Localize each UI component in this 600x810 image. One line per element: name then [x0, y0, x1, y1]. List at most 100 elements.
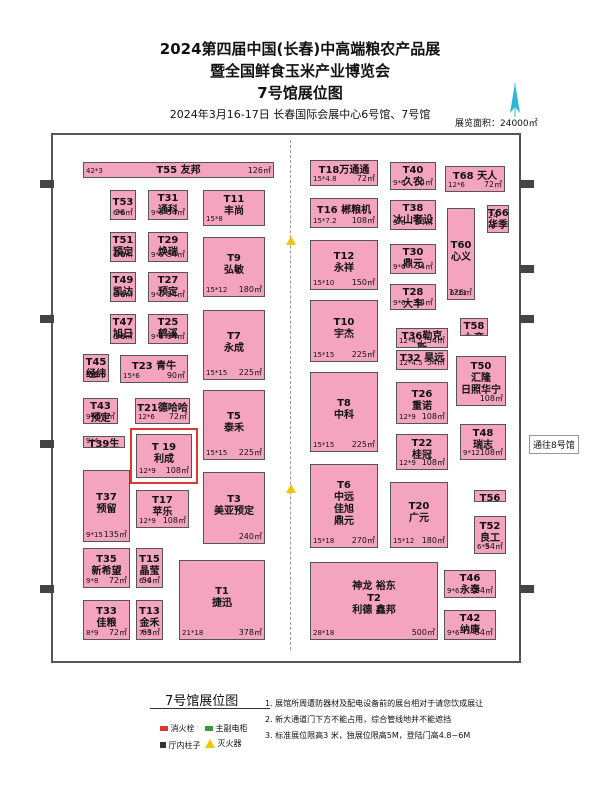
booth-name: T40 久农: [402, 165, 424, 188]
booth-name: T22 桂冠: [411, 438, 433, 461]
note-2: 2. 新大通道门下方不能占用，综合管线地井不能遮挡: [265, 715, 452, 724]
exhibition-title: 2024第四届中国(长春)中高端粮农产品展: [159, 40, 441, 58]
booth-dimensions: 9*12: [463, 449, 480, 457]
booth-area: 54㎡: [166, 290, 185, 299]
hydrant-legend: 消火栓: [160, 723, 195, 734]
booth-t58[interactable]: T58 九齐: [460, 318, 488, 336]
booth-area: 36㎡: [114, 332, 133, 341]
booth-name: T45 经纬: [85, 357, 107, 380]
booth-area: 108㎡: [421, 458, 445, 467]
booth-area: 240㎡: [238, 532, 262, 541]
passage-to-hall-8[interactable]: 通往8号馆: [529, 435, 579, 454]
booth-t56[interactable]: T56鲁森: [474, 490, 506, 502]
booth-area: 54㎡: [166, 250, 185, 259]
booth-dimensions: 9*15: [86, 531, 103, 539]
booth-area: 54㎡: [414, 262, 433, 271]
legend-hydrant-label: 消火栓: [170, 724, 195, 733]
booth-dimensions: 15*8: [206, 215, 223, 223]
booth-dimensions: 9*6: [86, 413, 99, 421]
booth-dimensions: 12*9: [399, 413, 416, 421]
note-1: 1. 展馆所周遭防器材及配电设备前的展台相对于请您饮成展让: [265, 699, 484, 708]
entrance-door-icon: [520, 180, 534, 188]
booth-dimensions: 15*15: [206, 449, 228, 457]
extinguisher-icon: [205, 739, 215, 748]
booth-dimensions: 12*4.5: [399, 359, 423, 367]
legend-divider: [150, 708, 270, 709]
booth-dimensions: 15*12: [206, 286, 228, 294]
legend-panel-label: 主副电柜: [215, 724, 248, 733]
exhibition-subtitle-line: 暨全国鲜食玉米产业博览会: [209, 62, 390, 80]
booth-name: T46 永泰: [459, 573, 481, 596]
booth-dimensions: 15*15: [313, 441, 335, 449]
booth-area: 72㎡: [108, 576, 127, 585]
booth-t39[interactable]: T39生远9*4: [83, 436, 125, 448]
booth-area: 54㎡: [166, 332, 185, 341]
booth-area: 36㎡: [114, 290, 133, 299]
booth-name: T26 重诺: [411, 389, 433, 412]
booth-dimensions: 28*18: [313, 629, 335, 637]
entrance-door-icon: [520, 585, 534, 593]
booth-area: 378㎡: [238, 628, 262, 637]
booth-dimensions: 9*4: [86, 437, 99, 445]
booth-name: T58 九齐: [463, 321, 485, 335]
entrance-door-icon: [40, 440, 54, 448]
booth-dimensions: 12*6: [448, 181, 465, 189]
booth-dimensions: 9*6: [447, 629, 460, 637]
booth-area: 108㎡: [421, 412, 445, 421]
hydrant-icon: [160, 726, 168, 731]
booth-name: T27 预定: [157, 275, 179, 298]
booth-name: T43 预定: [90, 401, 111, 424]
booth-area: 72㎡: [483, 180, 502, 189]
